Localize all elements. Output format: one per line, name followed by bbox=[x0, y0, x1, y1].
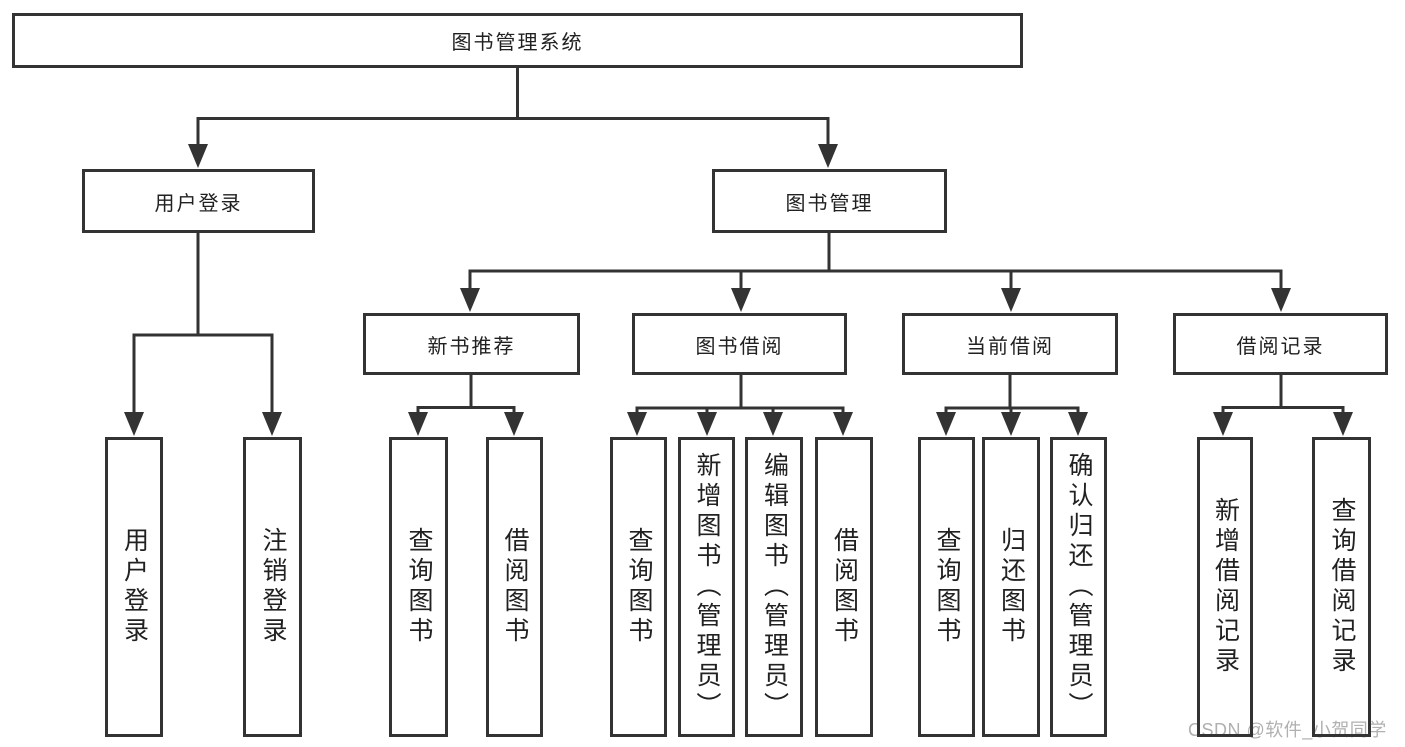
node-current-borrowing: 当前借阅 bbox=[902, 313, 1118, 375]
leaf-query-borrow-record: 查询借阅记录 bbox=[1312, 437, 1371, 737]
leaf-user-login: 用户登录 bbox=[105, 437, 163, 737]
leaf-borrow-books: 借阅图书 bbox=[815, 437, 873, 737]
leaf-query-books-current: 查询图书 bbox=[918, 437, 975, 737]
node-borrowing-records: 借阅记录 bbox=[1173, 313, 1388, 375]
leaf-query-books-recommend: 查询图书 bbox=[389, 437, 448, 737]
leaf-confirm-return-admin: 确认归还（管理员） bbox=[1050, 437, 1107, 737]
node-new-book-recommendation: 新书推荐 bbox=[363, 313, 580, 375]
leaf-add-books-admin: 新增图书（管理员） bbox=[678, 437, 735, 737]
node-book-management-module: 图书管理 bbox=[712, 169, 947, 233]
leaf-logout: 注销登录 bbox=[243, 437, 302, 737]
leaf-add-borrow-record: 新增借阅记录 bbox=[1197, 437, 1253, 737]
node-book-borrowing: 图书借阅 bbox=[632, 313, 847, 375]
node-root-system: 图书管理系统 bbox=[12, 13, 1023, 68]
leaf-query-books-borrow: 查询图书 bbox=[610, 437, 667, 737]
leaf-return-books: 归还图书 bbox=[982, 437, 1040, 737]
watermark: CSDN @软件_小贺同学 bbox=[1188, 720, 1387, 740]
node-user-login-module: 用户登录 bbox=[82, 169, 315, 233]
leaf-edit-books-admin: 编辑图书（管理员） bbox=[745, 437, 803, 737]
arrowheads bbox=[124, 144, 1353, 436]
leaf-borrow-books-recommend: 借阅图书 bbox=[486, 437, 543, 737]
